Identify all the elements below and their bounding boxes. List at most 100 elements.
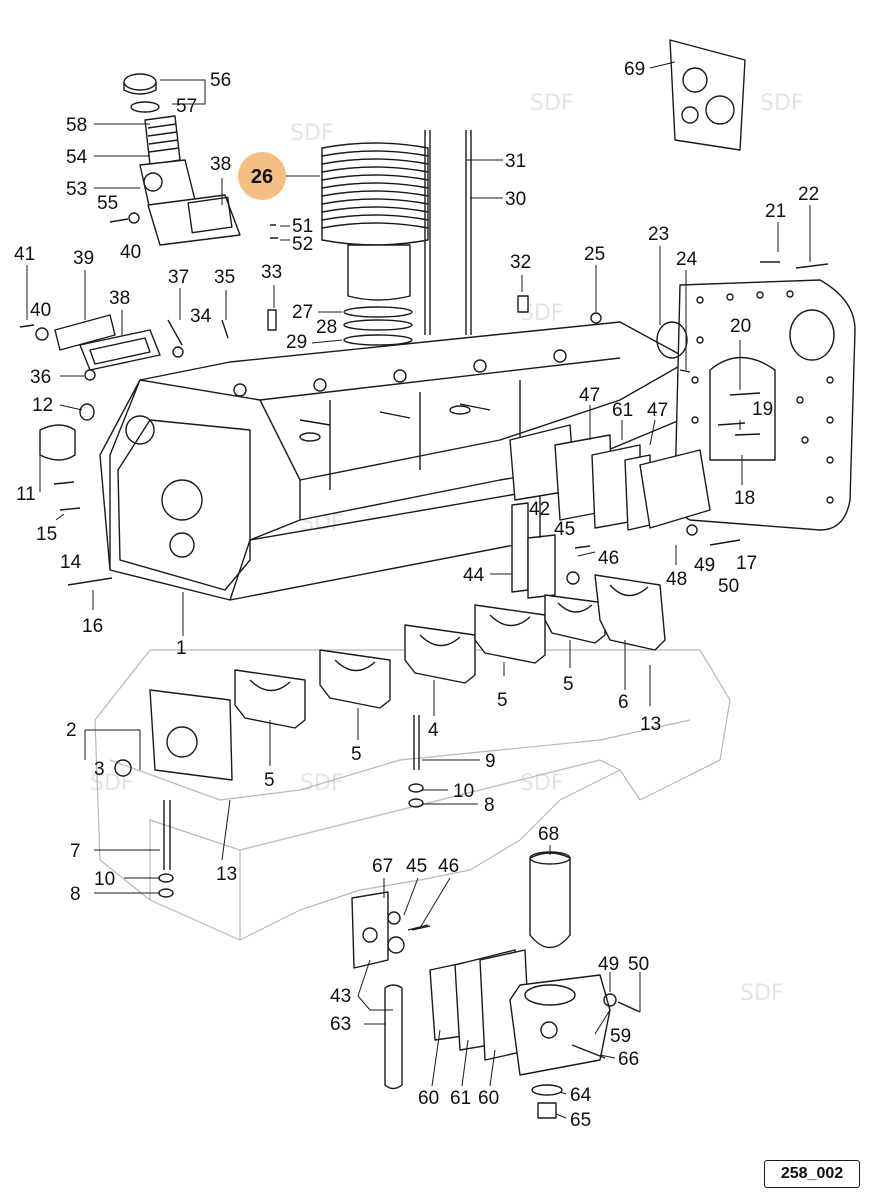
part-label-43: 43 bbox=[330, 986, 351, 1007]
part-label-49: 49 bbox=[694, 555, 715, 576]
part-label-19: 19 bbox=[752, 399, 773, 420]
part-label-17: 17 bbox=[736, 553, 757, 574]
part-label-39: 39 bbox=[73, 248, 94, 269]
part-label-57: 57 bbox=[176, 96, 197, 117]
bolts-right bbox=[717, 261, 829, 436]
main-bearing-caps bbox=[149, 574, 666, 781]
part-label-10: 10 bbox=[94, 869, 115, 890]
part-label-28: 28 bbox=[316, 317, 337, 338]
part-label-31: 31 bbox=[505, 151, 526, 172]
part-label-23: 23 bbox=[648, 224, 669, 245]
part-label-63: 63 bbox=[330, 1014, 351, 1035]
part-label-47: 47 bbox=[579, 385, 600, 406]
part-label-49: 49 bbox=[598, 954, 619, 975]
part-label-18: 18 bbox=[734, 488, 755, 509]
part-label-41: 41 bbox=[14, 244, 35, 265]
part-label-50: 50 bbox=[718, 576, 739, 597]
watermark: SDF bbox=[290, 121, 334, 146]
part-label-32: 32 bbox=[510, 252, 531, 273]
studs-and-washers bbox=[39, 403, 424, 898]
part-label-5: 5 bbox=[497, 690, 508, 711]
part-label-46: 46 bbox=[598, 548, 619, 569]
part-label-45: 45 bbox=[554, 519, 575, 540]
part-label-29: 29 bbox=[286, 332, 307, 353]
dipstick-tube-block bbox=[511, 502, 580, 599]
part-label-10: 10 bbox=[453, 781, 474, 802]
part-label-30: 30 bbox=[505, 189, 526, 210]
part-label-24: 24 bbox=[676, 249, 698, 270]
part-label-53: 53 bbox=[66, 179, 87, 200]
part-label-48: 48 bbox=[666, 569, 687, 590]
oil-filter-and-pump bbox=[351, 851, 617, 1119]
part-label-14: 14 bbox=[60, 552, 82, 573]
part-label-2: 2 bbox=[66, 720, 77, 741]
cylinder-head-studs bbox=[424, 130, 472, 335]
part-label-52: 52 bbox=[292, 234, 313, 255]
part-label-67: 67 bbox=[372, 856, 393, 877]
part-label-56: 56 bbox=[210, 70, 231, 91]
part-label-68: 68 bbox=[538, 824, 559, 845]
part-label-5: 5 bbox=[351, 744, 362, 765]
part-label-9: 9 bbox=[485, 751, 496, 772]
part-label-7: 7 bbox=[70, 841, 81, 862]
part-label-6: 6 bbox=[618, 692, 629, 713]
part-label-38: 38 bbox=[210, 154, 231, 175]
part-label-45: 45 bbox=[406, 856, 427, 877]
part-label-36: 36 bbox=[30, 367, 51, 388]
part-label-34: 34 bbox=[190, 306, 212, 327]
part-label-38: 38 bbox=[109, 288, 130, 309]
part-label-12: 12 bbox=[32, 395, 53, 416]
part-label-65: 65 bbox=[570, 1110, 591, 1131]
part-label-59: 59 bbox=[610, 1026, 631, 1047]
side-cover-assembly bbox=[509, 424, 741, 546]
part-labels: 56 57 58 54 38 53 31 30 55 40 51 52 69 2… bbox=[14, 59, 819, 1131]
part-label-21: 21 bbox=[765, 201, 786, 222]
cylinder-liner bbox=[321, 142, 429, 346]
watermark: SDF bbox=[530, 91, 574, 116]
part-label-44: 44 bbox=[463, 565, 485, 586]
oil-filler-assembly bbox=[123, 73, 241, 246]
part-label-60: 60 bbox=[478, 1088, 499, 1109]
part-label-64: 64 bbox=[570, 1085, 592, 1106]
part-label-58: 58 bbox=[66, 115, 87, 136]
part-label-61: 61 bbox=[450, 1088, 471, 1109]
part-label-50: 50 bbox=[628, 954, 649, 975]
part-label-33: 33 bbox=[261, 262, 282, 283]
part-label-42: 42 bbox=[529, 499, 550, 520]
part-label-8: 8 bbox=[484, 795, 495, 816]
part-label-54: 54 bbox=[66, 147, 88, 168]
part-label-5: 5 bbox=[264, 770, 275, 791]
rear-flywheel-housing-plate bbox=[656, 279, 856, 531]
part-label-27: 27 bbox=[292, 302, 313, 323]
part-label-16: 16 bbox=[82, 616, 103, 637]
part-label-66: 66 bbox=[618, 1049, 639, 1070]
part-label-69: 69 bbox=[624, 59, 645, 80]
leader-lines bbox=[26, 61, 811, 1119]
part-label-11: 11 bbox=[16, 484, 36, 505]
small-bolts bbox=[19, 212, 691, 1013]
part-label-3: 3 bbox=[94, 759, 105, 780]
part-label-51: 51 bbox=[292, 216, 313, 237]
gasket-set bbox=[669, 39, 746, 151]
watermark: SDF bbox=[760, 91, 804, 116]
part-label-35: 35 bbox=[214, 267, 235, 288]
part-label-4: 4 bbox=[428, 720, 439, 741]
part-label-47: 47 bbox=[647, 400, 668, 421]
part-label-25: 25 bbox=[584, 244, 605, 265]
part-label-61: 61 bbox=[612, 400, 633, 421]
highlight-marker bbox=[238, 152, 286, 200]
part-label-40: 40 bbox=[30, 300, 51, 321]
part-label-60: 60 bbox=[418, 1088, 439, 1109]
part-label-37: 37 bbox=[168, 267, 189, 288]
part-label-40: 40 bbox=[120, 242, 141, 263]
part-label-13: 13 bbox=[640, 714, 661, 735]
part-label-5: 5 bbox=[563, 674, 574, 695]
part-label-8: 8 bbox=[70, 884, 81, 905]
part-label-15: 15 bbox=[36, 524, 57, 545]
part-label-55: 55 bbox=[97, 193, 118, 214]
highlighted-part-callout: 26 bbox=[238, 152, 286, 200]
watermark: SDF bbox=[740, 981, 784, 1006]
part-label-1: 1 bbox=[176, 638, 187, 659]
part-label-22: 22 bbox=[798, 184, 819, 205]
